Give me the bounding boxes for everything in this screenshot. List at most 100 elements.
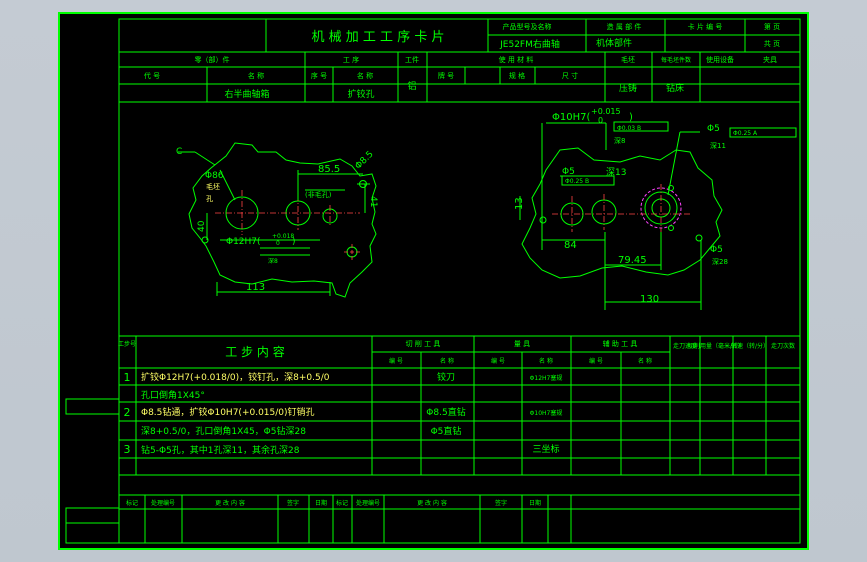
hdr-fixture: 夹具 xyxy=(763,55,777,64)
c-chamfer-label: C xyxy=(176,147,182,157)
step2-gauge: Φ10H7塞规 xyxy=(530,409,563,417)
col-cut-tool: 切 削 工 具 xyxy=(406,339,441,348)
step1-tool: 铰刀 xyxy=(437,371,455,383)
dim-40: 40 xyxy=(197,220,207,232)
sub-meas-no: 编 号 xyxy=(491,357,505,365)
hdr-part: 零（部）件 xyxy=(195,55,230,64)
step1-gauge: Φ12H7塞规 xyxy=(530,374,563,382)
right-depth-8: 深8 xyxy=(614,136,625,145)
right-depth-11: 深11 xyxy=(710,141,726,150)
rev-no-2: 处理编号 xyxy=(356,499,380,507)
d12-tol-up: +0.018 xyxy=(272,233,294,240)
tol-frame-1: Φ0.03 B xyxy=(617,125,641,132)
col-feed-speed: 走刀速度 xyxy=(673,342,697,350)
page-label: 第 页 xyxy=(764,22,780,31)
col-cut-amt: 切削用量（毫米/转） xyxy=(688,342,744,350)
revision-grid xyxy=(119,495,800,543)
rev-sign-2: 签字 xyxy=(495,499,507,507)
process-name: 扩铰孔 xyxy=(347,88,374,100)
step3-gauge: 三坐标 xyxy=(532,443,559,455)
col-step-no: 工步号 xyxy=(118,340,136,348)
rev-date-2: 日期 xyxy=(529,499,541,507)
blank-hole-label-1: 毛坯 xyxy=(206,182,220,191)
card-title: 机 械 加 工 工 序 卡 片 xyxy=(312,30,445,45)
blank-hole-label-2: 孔 xyxy=(206,195,213,203)
hdr-size: 尺 寸 xyxy=(562,71,578,80)
hdr-process: 工 序 xyxy=(343,55,359,64)
step1-line2: 孔口倒角1X45° xyxy=(141,389,205,401)
right-part-view xyxy=(519,121,797,310)
dim-84: 84 xyxy=(564,240,577,251)
dim-41: 41 xyxy=(368,196,378,207)
d12-tol-close: ) xyxy=(292,237,296,247)
rev-date-1: 日期 xyxy=(315,499,327,507)
col-measure: 量 具 xyxy=(514,340,530,348)
hdr-grade: 牌 号 xyxy=(438,71,454,80)
d10-label: Φ10H7( xyxy=(552,112,590,123)
rev-content-1: 更 改 内 容 xyxy=(215,499,245,507)
inner-frame xyxy=(118,18,801,544)
part-label: 造 属 部 件 xyxy=(607,22,642,31)
d5a-label: Φ5 xyxy=(707,124,720,134)
rev-sign-1: 签字 xyxy=(287,499,299,507)
step2-tool: Φ8.5直钻 xyxy=(426,406,465,418)
dim-130: 130 xyxy=(640,294,659,305)
d10-tol-lo: 0 xyxy=(598,116,603,125)
total-label: 共 页 xyxy=(764,39,780,48)
col-aux-tool: 辅 助 工 具 xyxy=(603,339,638,348)
tol-frame-2: Φ0.25 A xyxy=(733,130,758,137)
hdr-blank-count: 每毛坯件数 xyxy=(661,56,691,64)
d10-tol-close: ) xyxy=(629,112,633,123)
center-label: (非毛孔) xyxy=(305,190,332,199)
hdr-workpiece: 工件 xyxy=(405,55,419,64)
left-depth-label: 深8 xyxy=(268,257,278,265)
rev-no-1: 处理编号 xyxy=(151,499,175,507)
dim-79-45: 79.45 xyxy=(618,255,647,266)
rev-mark-2: 标记 xyxy=(336,499,348,507)
left-part-view xyxy=(178,142,377,298)
rev-content-2: 更 改 内 容 xyxy=(417,499,447,507)
card-no-label: 卡 片 编 号 xyxy=(688,22,723,31)
hdr-blank: 毛坯 xyxy=(621,55,635,64)
col-rpm: 转速（转/分） xyxy=(731,342,769,350)
dim-113: 113 xyxy=(246,282,265,293)
process-table-grid xyxy=(119,335,800,496)
equipment-value: 钻床 xyxy=(666,82,684,94)
step3-no: 3 xyxy=(124,443,131,456)
d12-label: Φ12H7( xyxy=(226,237,261,247)
hdr-seq: 序 号 xyxy=(311,71,327,80)
right-depth-28: 深28 xyxy=(712,257,728,266)
sub-aux-name: 名 称 xyxy=(638,357,652,365)
part-name: 右半曲轴箱 xyxy=(224,88,269,100)
header-grid xyxy=(119,19,800,103)
hdr-material: 使 用 材 料 xyxy=(499,55,534,64)
step2-tool2: Φ5直钻 xyxy=(431,425,462,437)
product-model-value: JE52FM右曲轴 xyxy=(499,38,560,50)
sheet-border xyxy=(58,12,809,550)
sub-aux-no: 编 号 xyxy=(589,357,603,365)
product-model-label: 产品型号及名称 xyxy=(503,22,552,31)
hdr-code: 代 号 xyxy=(144,71,160,80)
hdr-proc-name: 名 称 xyxy=(357,71,373,80)
d86-label: Φ86 xyxy=(205,171,224,181)
hdr-spec: 规 格 xyxy=(509,71,525,80)
step2-no: 2 xyxy=(124,406,131,419)
blank-value: 压铸 xyxy=(619,82,637,94)
step1-no: 1 xyxy=(124,371,131,384)
d5c-label: Φ5 xyxy=(710,245,723,255)
step2-line2: 深8+0.5/0，孔口倒角1X45，Φ5钻深28 xyxy=(141,425,306,437)
hdr-equipment: 使用设备 xyxy=(706,55,734,64)
step1-line1: 扩铰Φ12H7(+0.018/0)，铰钉孔，深8+0.5/0 xyxy=(141,371,330,383)
d5b-label: Φ5 xyxy=(562,167,575,177)
sub-cut-name: 名 称 xyxy=(440,357,454,365)
d10-tol-up: +0.015 xyxy=(591,107,621,116)
rev-mark-1: 标记 xyxy=(126,499,138,507)
dim-13: 13 xyxy=(514,197,525,210)
part-value: 机体部件 xyxy=(596,37,632,49)
sub-meas-name: 名 称 xyxy=(539,357,553,365)
right-depth-13: 深13 xyxy=(606,167,626,178)
material-value: 铝 xyxy=(407,80,416,92)
tol-frame-3: Φ0.25 B xyxy=(565,178,589,185)
